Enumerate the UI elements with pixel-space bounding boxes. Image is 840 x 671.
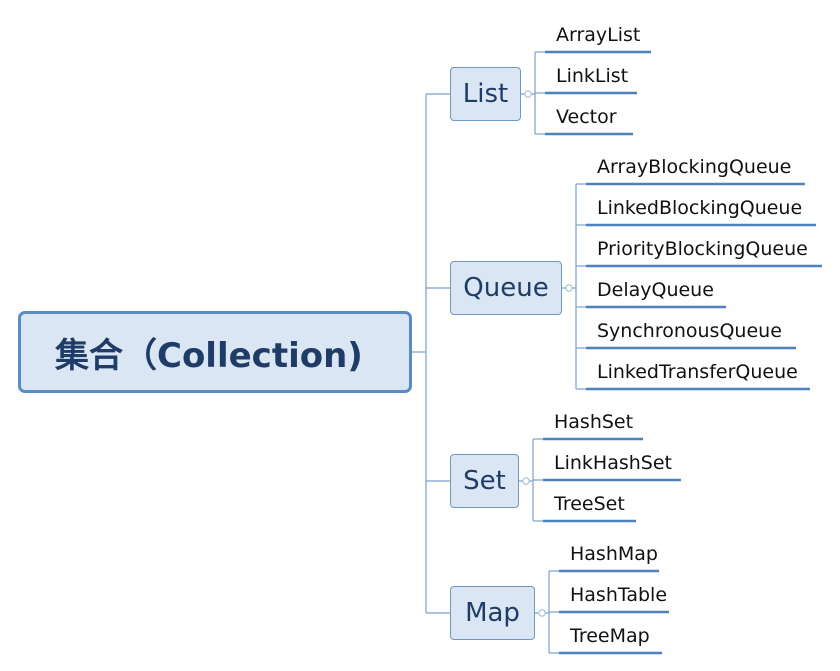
leaf-arraylist[interactable]: ArrayList: [556, 24, 641, 46]
category-node-queue[interactable]: Queue: [450, 261, 562, 315]
leaf-hashmap[interactable]: HashMap: [570, 543, 658, 565]
leaf-hashtable[interactable]: HashTable: [570, 584, 668, 606]
leaf-synchronousqueue[interactable]: SynchronousQueue: [597, 320, 782, 342]
category-label: List: [462, 79, 509, 109]
connector-lines: [412, 50, 822, 655]
category-node-set[interactable]: Set: [450, 454, 519, 508]
leaf-vector[interactable]: Vector: [556, 106, 617, 128]
leaf-delayqueue[interactable]: DelayQueue: [597, 279, 714, 301]
root-node-collection[interactable]: 集合（Collection): [18, 311, 412, 393]
category-label: Map: [465, 598, 520, 628]
collapse-dot: [538, 609, 546, 617]
collapse-dot: [522, 477, 530, 485]
category-label: Queue: [463, 273, 549, 303]
leaf-treeset[interactable]: TreeSet: [554, 493, 625, 515]
root-node-label: 集合（Collection): [55, 335, 363, 376]
collapse-dot: [565, 284, 573, 292]
category-label: Set: [463, 466, 506, 496]
leaf-linkhashset[interactable]: LinkHashSet: [554, 452, 672, 474]
collapse-dot: [524, 90, 532, 98]
leaf-linkedblockingqueue[interactable]: LinkedBlockingQueue: [597, 197, 803, 219]
leaf-arrayblockingqueue[interactable]: ArrayBlockingQueue: [597, 156, 792, 178]
category-node-list[interactable]: List: [450, 67, 521, 121]
leaf-hashset[interactable]: HashSet: [554, 411, 634, 433]
leaf-treemap[interactable]: TreeMap: [570, 625, 650, 647]
category-node-map[interactable]: Map: [450, 586, 535, 640]
leaf-linkedtransferqueue[interactable]: LinkedTransferQueue: [597, 361, 798, 383]
leaf-linklist[interactable]: LinkList: [556, 65, 629, 87]
leaf-priorityblockingqueue[interactable]: PriorityBlockingQueue: [597, 238, 808, 260]
